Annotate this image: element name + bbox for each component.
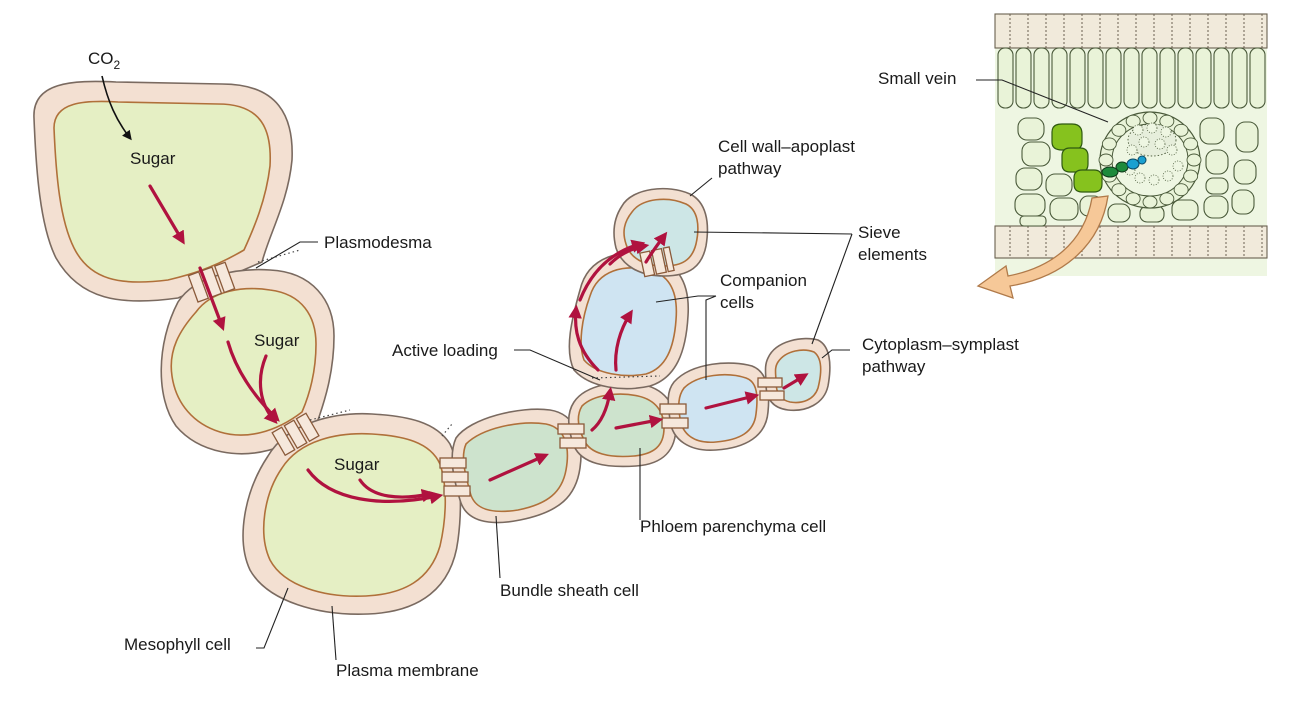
palisade-cell xyxy=(1123,47,1140,109)
vascular-cell xyxy=(1132,124,1144,136)
highlight-mesophyll-1 xyxy=(1051,123,1083,151)
vascular-cell xyxy=(1126,144,1138,156)
sieve-elements-label-1: Sieve xyxy=(858,223,901,242)
companion-cells-label-1: Companion xyxy=(720,271,807,290)
zoom-arrow xyxy=(976,195,1109,300)
upper-epidermis-cells xyxy=(1009,14,1263,48)
companion-cells-label-2: cells xyxy=(720,293,754,312)
plasmodesma-2-3 xyxy=(271,412,320,457)
lower-epidermis xyxy=(994,225,1268,259)
bundle-sheath-cell xyxy=(1142,111,1158,125)
apoplast-dotted-lines xyxy=(257,249,661,437)
palisade-cells xyxy=(997,47,1266,109)
bundle-sheath-cell xyxy=(1111,123,1127,137)
companion-cell-lower xyxy=(667,362,770,451)
apoplast-pathway-label-1: Cell wall–apoplast xyxy=(718,137,855,156)
plasmodesma-cc-se-upper xyxy=(639,246,675,278)
bundle-sheath-cell xyxy=(1183,137,1199,151)
highlight-sieve-element-2 xyxy=(1137,155,1147,165)
vascular-cell xyxy=(1138,136,1150,148)
palisade-cell xyxy=(997,47,1014,109)
bundle-sheath-cell xyxy=(1098,153,1114,167)
palisade-cell xyxy=(1249,47,1266,109)
palisade-cell xyxy=(1015,47,1032,109)
highlight-bundle-sheath xyxy=(1073,169,1103,193)
mesophyll-cell-3 xyxy=(242,412,462,615)
symplast-pathway-label-1: Cytoplasm–symplast xyxy=(862,335,1019,354)
bundle-sheath-cell xyxy=(1111,183,1127,197)
sugar-label-1: Sugar xyxy=(130,149,176,168)
plasmodesma-3-bs xyxy=(439,457,471,497)
palisade-cell xyxy=(1231,47,1248,109)
palisade-cell xyxy=(1141,47,1158,109)
bundle-sheath-cell xyxy=(1173,123,1189,137)
bundle-sheath-cell xyxy=(1173,183,1189,197)
bundle-sheath-cell xyxy=(1159,114,1175,128)
plasmodesma-cc-se xyxy=(757,377,785,401)
sugar-label-2: Sugar xyxy=(254,331,300,350)
vascular-cell xyxy=(1148,174,1160,186)
mesophyll-cell-label: Mesophyll cell xyxy=(124,635,231,654)
plasmodesma-label: Plasmodesma xyxy=(324,233,432,252)
sugar-flow-arrows xyxy=(148,184,809,505)
symplast-pathway-label-2: pathway xyxy=(862,357,926,376)
co2-label: CO2 xyxy=(88,49,121,72)
bundle-sheath-cell xyxy=(1159,192,1175,206)
mesophyll-cell-1 xyxy=(33,80,293,302)
highlighted-loading-cells xyxy=(1051,123,1147,193)
small-vein-leader xyxy=(976,79,1109,123)
palisade-cell xyxy=(1069,47,1086,109)
palisade-cell xyxy=(1051,47,1068,109)
highlight-companion xyxy=(1115,161,1129,173)
small-vein-label: Small vein xyxy=(878,69,956,88)
plasma-membrane-label: Plasma membrane xyxy=(336,661,479,680)
highlight-sieve-element xyxy=(1126,158,1140,170)
palisade-cell xyxy=(1033,47,1050,109)
palisade-cell xyxy=(1177,47,1194,109)
upper-epidermis xyxy=(994,13,1268,49)
vascular-cell xyxy=(1166,144,1178,156)
bundle-sheath-cell xyxy=(1186,153,1202,167)
mesophyll-cell-2 xyxy=(160,268,335,455)
bundle-sheath-cell xyxy=(1142,195,1158,209)
palisade-cell xyxy=(1213,47,1230,109)
plasmodesma-1-2 xyxy=(187,261,236,303)
bundle-sheath-cell xyxy=(1125,192,1141,206)
plasmodesma-bs-pp xyxy=(557,423,587,449)
bundle-sheath-label: Bundle sheath cell xyxy=(500,581,639,600)
apoplast-pathway-label-2: pathway xyxy=(718,159,782,178)
label-leaders xyxy=(255,177,853,661)
bundle-sheath-cell xyxy=(1183,169,1199,183)
phloem-parenchyma-cell xyxy=(567,381,677,468)
plasmodesmata xyxy=(187,246,785,497)
highlight-phloem-parenchyma xyxy=(1101,166,1119,178)
bundle-sheath-cell xyxy=(1101,137,1117,151)
xylem-phloem-cells xyxy=(1124,122,1184,186)
vascular-cell xyxy=(1162,170,1174,182)
co2-arrow xyxy=(101,75,132,141)
phloem-parenchyma-label: Phloem parenchyma cell xyxy=(640,517,826,536)
bundle-sheath-cell xyxy=(1125,114,1141,128)
palisade-cell xyxy=(1105,47,1122,109)
active-loading-label: Active loading xyxy=(392,341,498,360)
small-vein-bundle xyxy=(1098,111,1202,209)
palisade-cell xyxy=(1195,47,1212,109)
vascular-cell xyxy=(1134,172,1146,184)
vascular-cell xyxy=(1160,126,1172,138)
palisade-cell xyxy=(1087,47,1104,109)
vascular-cell xyxy=(1154,138,1166,150)
leaf-cross-section-inset xyxy=(976,13,1268,300)
sieve-elements-label-2: elements xyxy=(858,245,927,264)
spongy-mesophyll-cells xyxy=(1014,117,1259,227)
vascular-cell xyxy=(1146,122,1158,134)
vascular-cell xyxy=(1172,160,1184,172)
highlight-mesophyll-2 xyxy=(1061,147,1089,173)
sugar-label-3: Sugar xyxy=(334,455,380,474)
palisade-cell xyxy=(1159,47,1176,109)
